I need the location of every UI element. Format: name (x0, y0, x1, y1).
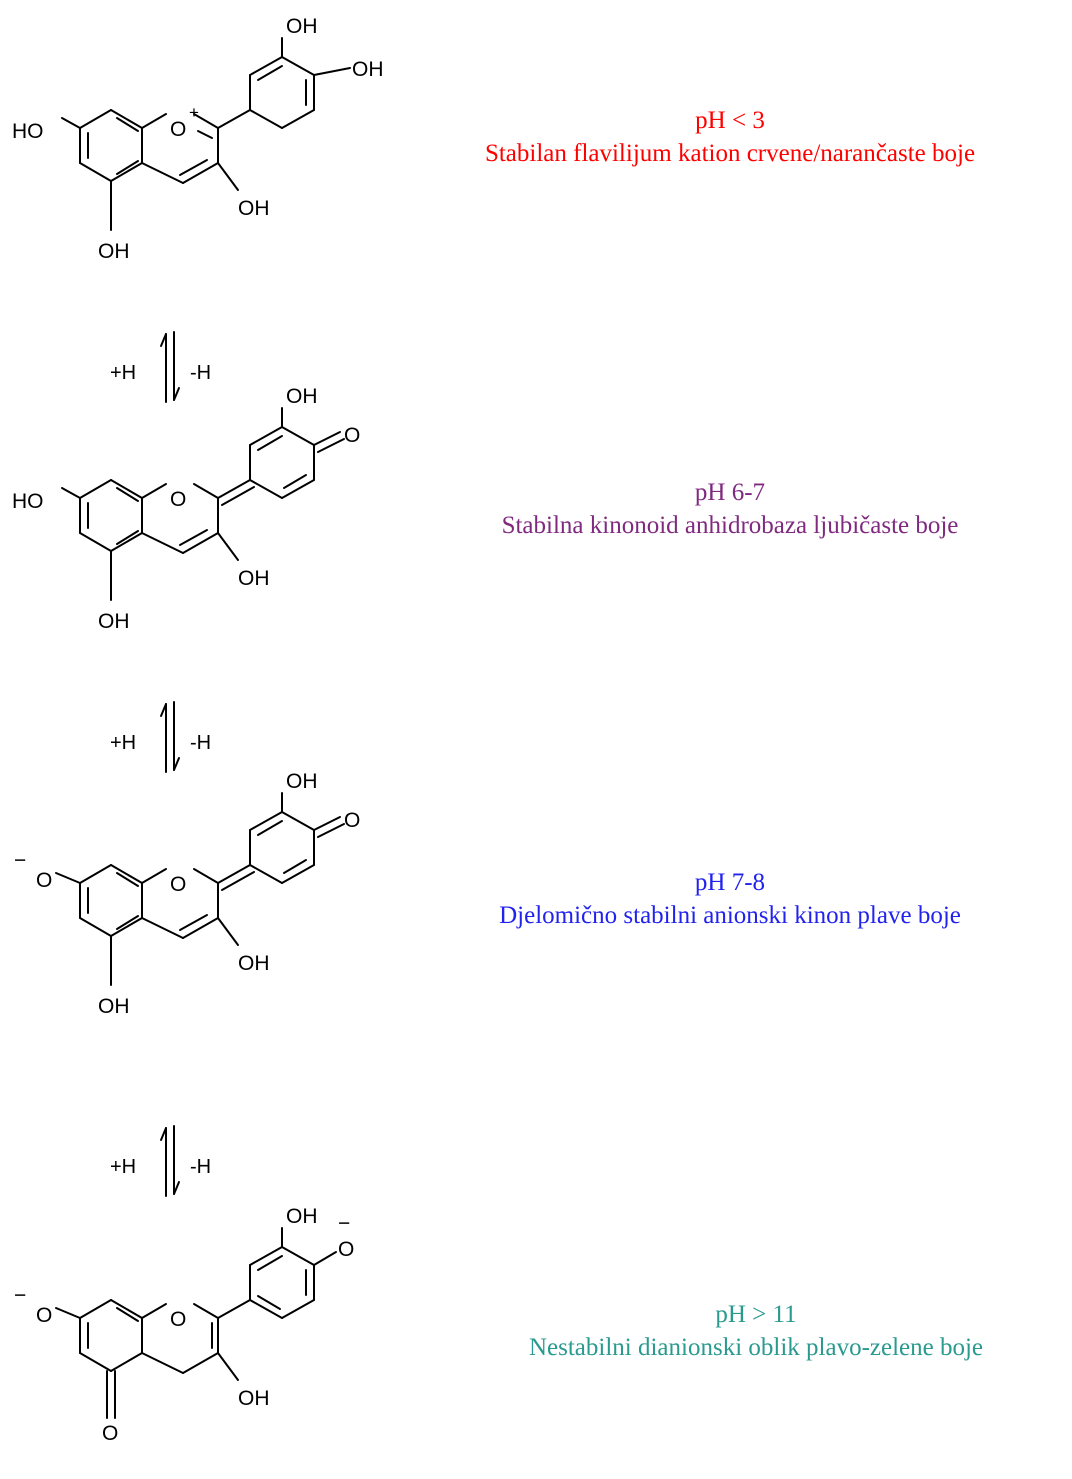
equilibrium-left-2: +H (110, 732, 136, 754)
state-label-3: pH 7-8 Djelomično stabilni anionski kino… (390, 866, 1070, 932)
oh-label-3prime: OH (286, 770, 318, 793)
state-label-4: pH > 11 Nestabilni dianionski oblik plav… (440, 1298, 1072, 1364)
carbonyl-oxygen-label-5: O (102, 1422, 118, 1445)
equilibrium-right-1: -H (190, 362, 211, 384)
oh-label-4prime: OH (352, 58, 384, 81)
state-label-2: pH 6-7 Stabilna kinonoid anhidrobaza lju… (390, 476, 1070, 542)
equilibrium-arrows-3: +H -H (100, 1118, 260, 1198)
oh-label-3prime: OH (286, 1205, 318, 1228)
minus-charge-label: − (14, 849, 26, 872)
state-description-3: Djelomično stabilni anionski kinon plave… (499, 902, 961, 929)
oh-label-3: OH (238, 567, 270, 590)
oh-label-3: OH (238, 197, 270, 220)
oh-label-3prime: OH (286, 385, 318, 408)
state-ph-2: pH 6-7 (694, 479, 766, 506)
ring-oxygen-label: O (170, 488, 186, 511)
oh-label-3: OH (238, 952, 270, 975)
phenolate-oxygen-label: O (36, 1304, 52, 1327)
state-ph-3: pH 7-8 (694, 869, 766, 896)
minus-charge-label-4prime: − (338, 1212, 350, 1235)
phenolate-oxygen-label-4prime: O (338, 1238, 354, 1261)
oh-label-7: HO (12, 120, 44, 143)
state-description-2: Stabilna kinonoid anhidrobaza ljubičaste… (501, 512, 959, 539)
molecule-quinonoid-anhydrobase: O HO OH OH OH O (0, 370, 440, 650)
equilibrium-right-2: -H (190, 732, 211, 754)
equilibrium-left-1: +H (110, 362, 136, 384)
oh-label-5: OH (98, 995, 130, 1018)
equilibrium-arrows-2: +H -H (100, 694, 260, 774)
minus-charge-label: − (14, 1284, 26, 1307)
molecule-flavylium-cation: O + HO OH OH OH OH (0, 0, 440, 280)
phenolate-oxygen-label: O (36, 869, 52, 892)
ring-oxygen-label: O (170, 873, 186, 896)
oh-label-3: OH (238, 1387, 270, 1410)
molecule-dianionic-form: O O − O OH OH O − (0, 1190, 440, 1479)
carbonyl-oxygen-label: O (344, 424, 360, 447)
molecule-anionic-quinone: O O − OH OH OH O (0, 755, 440, 1035)
state-label-1: pH < 3 Stabilan flavilijum kation crvene… (390, 104, 1070, 170)
oh-label-5: OH (98, 240, 130, 263)
plus-charge-label: + (189, 103, 199, 122)
state-description-1: Stabilan flavilijum kation crvene/naranč… (484, 140, 976, 167)
state-description-4: Nestabilni dianionski oblik plavo-zelene… (528, 1334, 984, 1361)
carbonyl-oxygen-label: O (344, 809, 360, 832)
equilibrium-arrows-1: +H -H (100, 324, 260, 404)
oh-label-3prime: OH (286, 15, 318, 38)
oh-label-7: HO (12, 490, 44, 513)
ring-oxygen-label: O (170, 1308, 186, 1331)
state-ph-4: pH > 11 (715, 1301, 797, 1328)
ring-oxygen-label: O (170, 118, 186, 141)
state-ph-1: pH < 3 (695, 107, 765, 134)
equilibrium-right-3: -H (190, 1156, 211, 1178)
equilibrium-left-3: +H (110, 1156, 136, 1178)
oh-label-5: OH (98, 610, 130, 633)
